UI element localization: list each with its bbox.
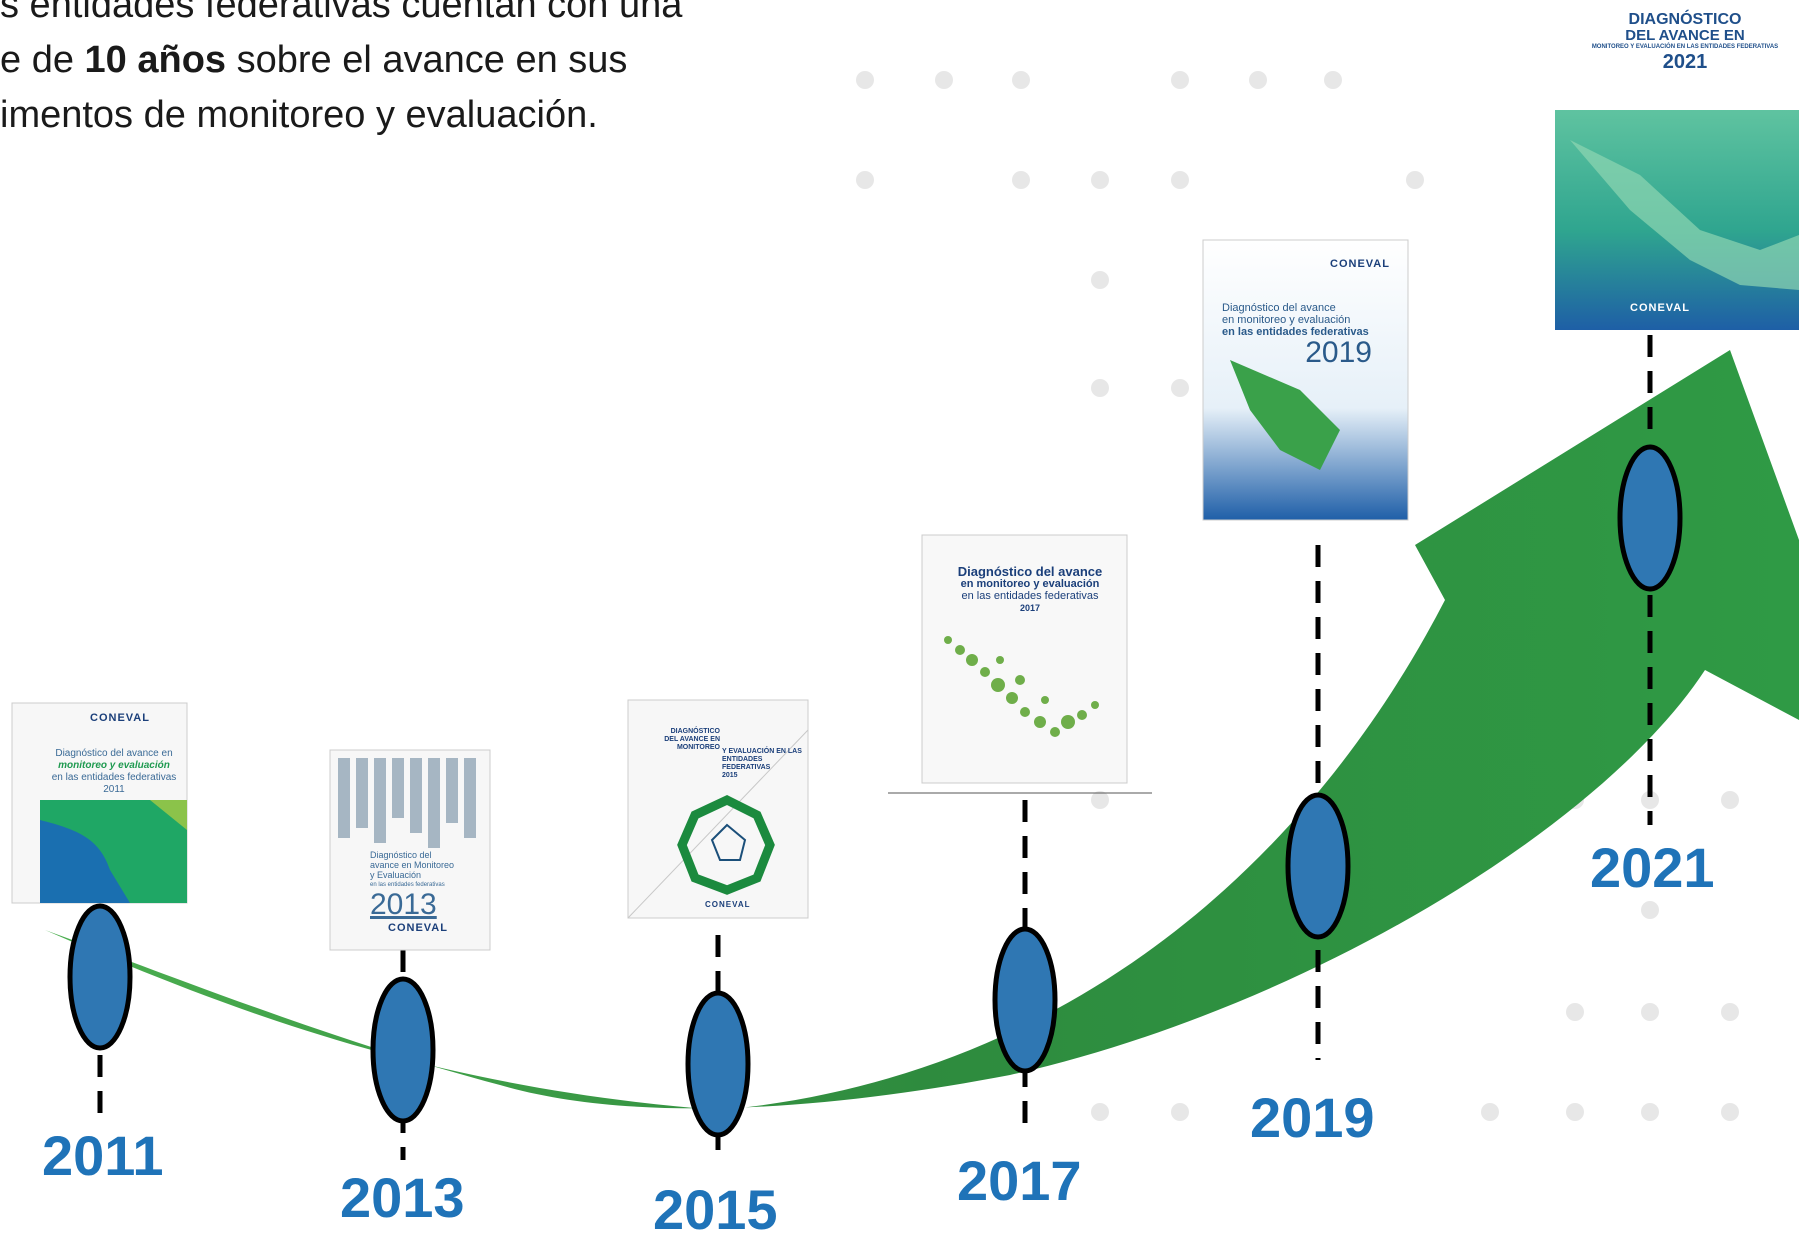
- intro-line-2: e de 10 años sobre el avance en sus: [0, 33, 845, 88]
- cover-2013-year: 2013: [370, 888, 437, 921]
- cover-2017-sub2: en las entidades federativas: [961, 590, 1099, 602]
- cover-2011-text: Diagnóstico del avance en monitoreo y ev…: [44, 748, 184, 796]
- cover-2017: [888, 534, 1152, 794]
- node-2019: [1285, 792, 1351, 940]
- cover-2015-year: 2015: [722, 772, 738, 779]
- cover-2015: [627, 699, 809, 919]
- dashed-connectors: [97, 335, 1653, 1160]
- cover-2019-logo: CONEVAL: [1330, 258, 1390, 270]
- year-label-2019: 2019: [1250, 1086, 1375, 1149]
- cover-2021-logo: CONEVAL: [1630, 302, 1690, 314]
- node-2017: [992, 926, 1058, 1074]
- node-2021: [1617, 444, 1683, 592]
- node-2013: [370, 976, 436, 1124]
- cover-2013-text: Diagnóstico del avance en Monitoreo y Ev…: [370, 850, 460, 920]
- year-label-2017: 2017: [957, 1149, 1082, 1212]
- cover-2021-sub2: MONITOREO Y EVALUACIÓN EN LAS ENTIDADES …: [1591, 44, 1779, 50]
- cover-2011: [11, 702, 188, 904]
- cover-2021-title: DIAGNÓSTICO: [1628, 11, 1742, 28]
- cover-2011-logo: CONEVAL: [90, 712, 150, 724]
- cover-2017-text: Diagnóstico del avance en monitoreo y ev…: [945, 564, 1115, 614]
- cover-2011-title: Diagnóstico del avance en: [55, 748, 173, 759]
- cover-2015-logo: CONEVAL: [705, 900, 751, 909]
- intro-line-2-suffix: sobre el avance en sus: [226, 39, 628, 81]
- cover-2019-text: Diagnóstico del avance en monitoreo y ev…: [1222, 302, 1372, 368]
- year-label-2021: 2021: [1590, 836, 1715, 899]
- growth-arrow: [45, 350, 1799, 1110]
- cover-2021-text: DIAGNÓSTICO DEL AVANCE EN MONITOREO Y EV…: [1590, 11, 1780, 74]
- intro-line-3: imentos de monitoreo y evaluación.: [0, 94, 598, 136]
- cover-2019-year: 2019: [1305, 336, 1372, 369]
- cover-2021: [1555, 0, 1799, 330]
- cover-2021-year: 2021: [1662, 51, 1708, 73]
- cover-2011-sub1: monitoreo y evaluación: [58, 760, 170, 771]
- year-label-2011: 2011: [42, 1124, 164, 1187]
- cover-2015-sub1: Y EVALUACIÓN EN LAS ENTIDADES FEDERATIVA…: [722, 748, 802, 771]
- intro-highlight: 10 años: [84, 39, 227, 81]
- cover-2013-title: Diagnóstico del avance en Monitoreo y Ev…: [370, 850, 455, 880]
- year-label-2015: 2015: [653, 1178, 778, 1241]
- cover-2019-sub2: en las entidades federativas: [1222, 326, 1369, 338]
- year-label-2013: 2013: [340, 1166, 465, 1229]
- cover-2015-title: DIAGNÓSTICO DEL AVANCE EN MONITOREO: [664, 728, 720, 751]
- cover-2013-logo: CONEVAL: [388, 922, 448, 934]
- cover-2019-sub1: en monitoreo y evaluación: [1222, 314, 1351, 326]
- cover-2017-title: Diagnóstico del avance: [957, 564, 1103, 579]
- cover-2019-title: Diagnóstico del avance: [1222, 302, 1336, 314]
- background-dots: [856, 71, 1739, 1121]
- intro-paragraph: s entidades federativas cuentan con una …: [0, 0, 845, 143]
- cover-2011-sub2: en las entidades federativas 2011: [51, 772, 177, 795]
- node-2011: [67, 903, 133, 1051]
- cover-2017-sub1: en monitoreo y evaluación: [960, 578, 1100, 590]
- intro-line-1: s entidades federativas cuentan con una: [0, 0, 683, 26]
- cover-2013: [329, 749, 491, 951]
- cover-2019: [1202, 239, 1409, 521]
- cover-2021-sub1: DEL AVANCE EN: [1625, 27, 1745, 44]
- intro-line-2-prefix: e de: [0, 39, 85, 81]
- timeline-nodes: [67, 444, 1683, 1138]
- cover-2017-year: 2017: [1019, 603, 1041, 613]
- cover-2013-sub1: en las entidades federativas: [370, 882, 445, 888]
- cover-2015-text: Y EVALUACIÓN EN LAS ENTIDADES FEDERATIVA…: [722, 748, 802, 780]
- node-2015: [685, 990, 751, 1138]
